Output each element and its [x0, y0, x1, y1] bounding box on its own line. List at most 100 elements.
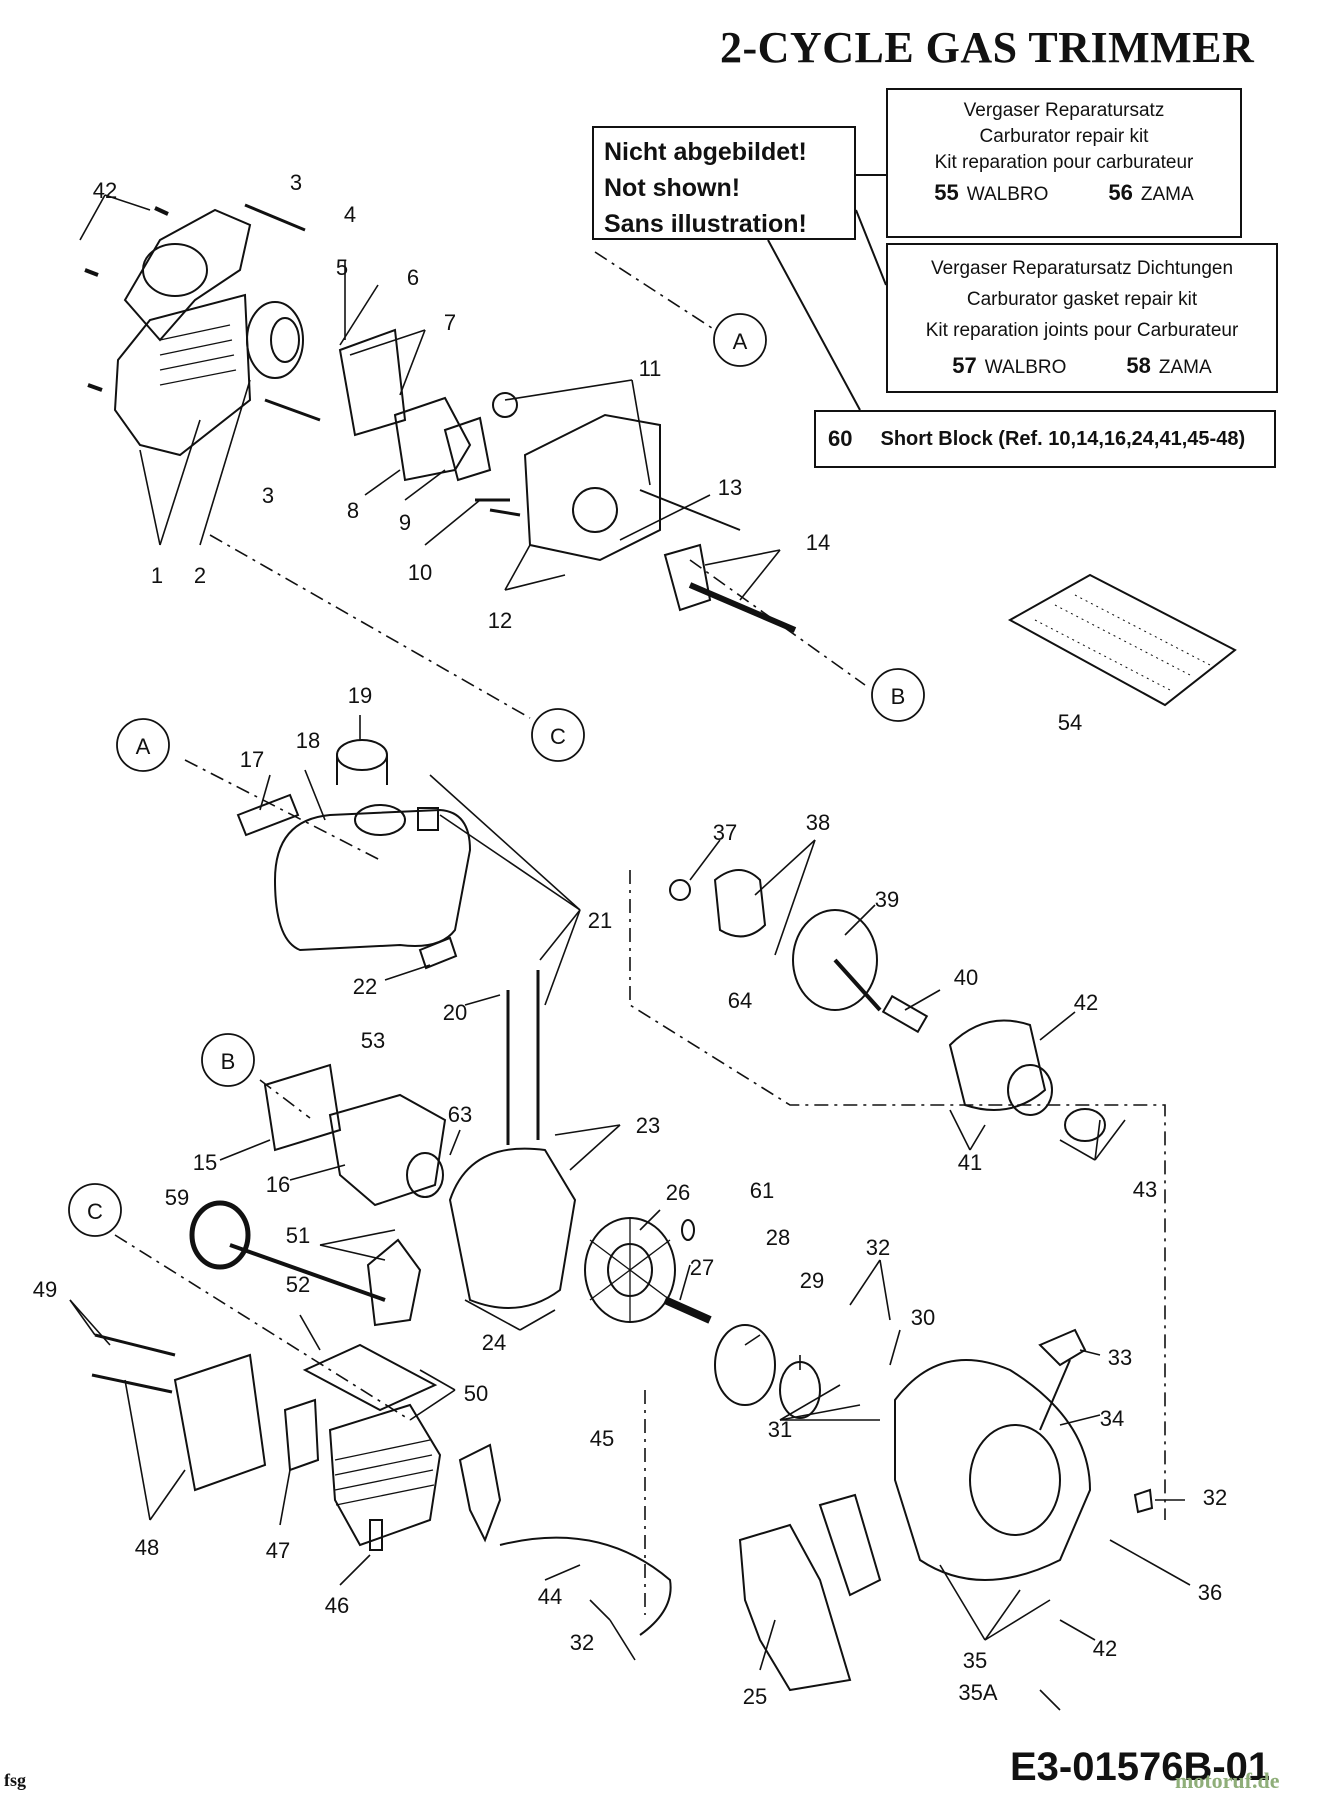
part-label: 35A — [958, 1680, 997, 1705]
clutch-housing — [948, 1019, 1047, 1111]
fuel-cap — [336, 739, 388, 771]
part-label: 44 — [538, 1584, 562, 1609]
leader-line — [504, 379, 633, 401]
crankcase-bore — [572, 487, 618, 533]
primer-bulb — [492, 392, 518, 418]
clutch-drum-shaft — [833, 958, 882, 1012]
leader-line — [424, 499, 481, 546]
piston — [366, 1238, 422, 1327]
part-label: 1 — [151, 563, 163, 588]
part-label: 29 — [800, 1268, 824, 1293]
fuel-tank-neck — [354, 804, 406, 836]
leader-line — [1039, 1689, 1061, 1711]
part-label: 54 — [1058, 710, 1082, 735]
reference-dash-line — [209, 534, 531, 719]
leader-line — [1059, 1414, 1101, 1426]
gasket-kit-line: Carburator gasket repair kit — [966, 289, 1198, 310]
leader-line — [544, 909, 581, 1006]
leader-line — [504, 574, 566, 591]
part-label: 13 — [718, 475, 742, 500]
leader-line — [319, 1229, 396, 1246]
leader-line — [949, 1109, 971, 1151]
part-name: WALBRO — [984, 357, 1067, 378]
part-label: 38 — [806, 810, 830, 835]
part-label: 5 — [336, 255, 348, 280]
cylinder-fin — [334, 1454, 433, 1476]
part-label: 37 — [713, 820, 737, 845]
part-label: 4 — [344, 202, 356, 227]
carburetor — [393, 396, 472, 482]
cylinder-gasket — [263, 1063, 342, 1152]
carb-plate — [443, 416, 492, 482]
part-label: 3 — [290, 170, 302, 195]
reference-letter: C — [87, 1199, 103, 1224]
leader-line — [844, 904, 876, 936]
part-label: 50 — [464, 1381, 488, 1406]
handle-bracket — [738, 1523, 852, 1692]
crank-rod — [639, 489, 741, 531]
muffler-bolt — [91, 1373, 173, 1394]
part-label: 53 — [361, 1028, 385, 1053]
part-label: 17 — [240, 747, 264, 772]
leader-line — [339, 284, 379, 346]
gasket-kit-item: 57 WALBRO — [952, 350, 1066, 383]
leader-line — [879, 1259, 891, 1321]
reference-letter: B — [221, 1049, 236, 1074]
leader-line — [539, 909, 581, 961]
leader-line — [774, 839, 816, 956]
part-label: 30 — [911, 1305, 935, 1330]
leader-line — [124, 1379, 151, 1521]
not-shown-line: Sans illustration! — [604, 210, 807, 238]
reference-letter: A — [733, 329, 748, 354]
leader-line — [504, 544, 531, 591]
reference-circle — [713, 313, 767, 367]
reference-circle — [531, 708, 585, 762]
part-label: 18 — [296, 728, 320, 753]
leader-line — [939, 1564, 986, 1641]
part-label: 25 — [743, 1684, 767, 1709]
spring — [881, 994, 929, 1034]
tank-pad — [236, 793, 300, 837]
leader-line — [1094, 1119, 1101, 1161]
part-label: 33 — [1108, 1345, 1132, 1370]
part-label: 52 — [286, 1272, 310, 1297]
leader-line — [199, 379, 251, 546]
part-label: 41 — [958, 1150, 982, 1175]
screw — [489, 508, 521, 517]
reference-dash-line — [184, 759, 381, 861]
leader-line — [219, 1139, 271, 1161]
part-label: 32 — [1203, 1485, 1227, 1510]
reference-letter: A — [136, 734, 151, 759]
leader-line — [544, 1564, 581, 1581]
not-shown-box: Nicht abgebildet! Not shown! Sans illust… — [592, 126, 856, 240]
part-number: 57 — [952, 353, 977, 378]
clutch-drum — [792, 909, 878, 1011]
clutch-washer — [669, 879, 691, 901]
part-number: 55 — [934, 180, 959, 205]
leader-line — [304, 769, 326, 821]
drive-shaft — [663, 1296, 712, 1324]
part-label: 64 — [728, 988, 752, 1013]
leader-line — [419, 1369, 456, 1391]
part-label: 20 — [443, 1000, 467, 1025]
ignition-coil — [458, 1443, 502, 1543]
gasket-sheet-texture — [1054, 604, 1191, 676]
part-number: 58 — [1126, 353, 1151, 378]
part-label: 9 — [399, 510, 411, 535]
air-filter-port — [142, 243, 208, 297]
part-label: 14 — [806, 530, 830, 555]
part-label: 48 — [135, 1535, 159, 1560]
reference-dash-line — [629, 870, 1166, 1520]
piston-pin — [229, 1243, 386, 1302]
leader-line — [639, 1209, 661, 1231]
not-shown-line: Nicht abgebildet! — [604, 138, 807, 166]
handle-clamp — [818, 1493, 882, 1597]
crankcase-half — [328, 1093, 447, 1207]
spark-plug-wire — [499, 1536, 672, 1636]
clutch-housing-boss — [1007, 1064, 1053, 1116]
rope-guide — [1133, 1488, 1154, 1514]
reference-circle — [116, 718, 170, 772]
part-label: 40 — [954, 965, 978, 990]
not-shown-line: Not shown! — [604, 174, 741, 202]
